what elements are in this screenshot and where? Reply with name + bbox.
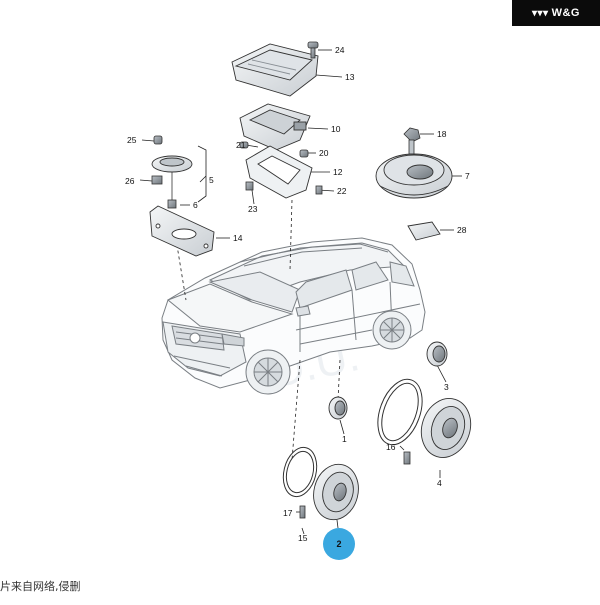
part-16-screw [403, 451, 411, 465]
part-26-clip [151, 175, 163, 185]
callout-12: 12 [333, 167, 343, 177]
brand-badge: ▾▾▾W&G [512, 0, 600, 26]
part-ring-rear [377, 378, 423, 446]
part-12-bracket-frame [245, 145, 313, 199]
part-3-tweeter [426, 341, 448, 367]
callout-10: 10 [331, 124, 341, 134]
part-6-rod [167, 172, 177, 209]
brand-label: W&G [551, 7, 580, 19]
highlight-circle [323, 528, 355, 560]
callout-18: 18 [437, 129, 447, 139]
part-7-subwoofer [375, 153, 453, 199]
part-14-mounting-plate [149, 205, 215, 257]
part-13-roof-module-cover [231, 43, 319, 97]
highlight-label: 2 [336, 539, 341, 549]
part-25-screw [153, 135, 163, 145]
callout-22: 22 [337, 186, 347, 196]
callout-13: 13 [345, 72, 355, 82]
callout-24: 24 [335, 45, 345, 55]
part-21-clip [239, 141, 249, 149]
part-28-pad [407, 221, 441, 241]
callout-17: 17 [283, 508, 293, 518]
part-4-rear-speaker [420, 398, 472, 458]
callout-5: 5 [209, 175, 214, 185]
part-18-cap-screw [403, 127, 421, 155]
callout-16: 16 [386, 442, 396, 452]
callout-14: 14 [233, 233, 243, 243]
callout-7: 7 [465, 171, 470, 181]
callout-23: 23 [248, 204, 258, 214]
callout-21: 21 [236, 140, 246, 150]
part-1-tweeter [328, 396, 348, 420]
callout-15: 15 [298, 533, 308, 543]
part-ring-front [282, 446, 318, 498]
callout-25: 25 [127, 135, 137, 145]
callout-6: 6 [193, 200, 198, 210]
part-24-screw [307, 41, 319, 59]
part-17-screw [299, 505, 306, 519]
part-2-door-speaker [313, 463, 359, 521]
callout-1: 1 [342, 434, 347, 444]
vehicle-illustration [161, 237, 426, 395]
part-10-control-module [239, 103, 311, 151]
footer-note: 片来自网络,侵删 [0, 580, 81, 593]
wings-logo-icon: ▾▾▾ [532, 8, 549, 19]
callouts: 24 13 10 21 20 12 22 23 25 26 5 6 14 18 … [125, 45, 470, 543]
part-22-screw [315, 185, 323, 195]
callout-20: 20 [319, 148, 329, 158]
callout-26: 26 [125, 176, 135, 186]
part-5-sensor-disc [151, 155, 193, 173]
part-20-nut [299, 149, 309, 158]
callout-28: 28 [457, 225, 467, 235]
callout-3: 3 [444, 382, 449, 392]
callout-4: 4 [437, 478, 442, 488]
part-23-screw [245, 181, 254, 191]
highlight-callout-2: 2 [323, 519, 355, 560]
